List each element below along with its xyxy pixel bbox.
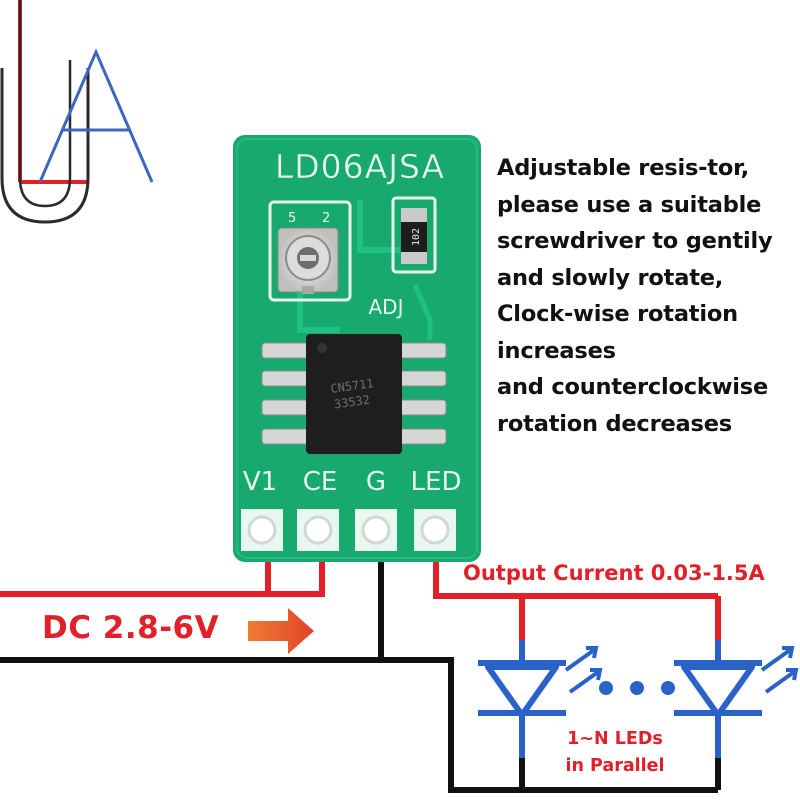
instruction-line: and slowly rotate, <box>497 264 724 291</box>
instruction-line: rotation decreases <box>497 410 732 437</box>
instruction-line: please use a suitable <box>497 191 762 218</box>
brand-logo <box>0 0 154 224</box>
solder-pads <box>241 509 456 551</box>
instruction-line: Clock-wise rotation <box>497 301 738 327</box>
input-arrow <box>248 608 314 654</box>
chip-marking-bottom: 33532 <box>333 393 371 412</box>
ic-chip: CN5711 33532 <box>261 334 447 454</box>
adj-label: ADJ <box>369 295 404 319</box>
pot-mark-left: 5 <box>288 211 296 226</box>
pin-label-g: G <box>366 467 386 497</box>
leds-parallel-label: 1~N LEDs in Parallel <box>555 726 675 780</box>
led-right <box>674 640 799 758</box>
ld06ajsa-board: LD06AJSA 5 2 102 ADJ <box>233 135 481 562</box>
pot-mark-right: 2 <box>322 211 330 226</box>
board-model-label: LD06AJSA <box>275 147 445 186</box>
pin-label-ce: CE <box>303 467 338 497</box>
output-current-label: Output Current 0.03-1.5A <box>463 561 765 585</box>
output-wires <box>381 560 721 793</box>
instruction-line: Adjustable resis-tor, <box>497 155 750 181</box>
pin-label-led: LED <box>411 467 462 497</box>
smd-resistor: 102 <box>391 196 437 274</box>
pin-label-v1: V1 <box>243 467 277 497</box>
led-left <box>478 640 603 758</box>
instruction-line: screwdriver to gentily <box>497 228 773 254</box>
chip-marking-top: CN5711 <box>330 376 375 396</box>
instruction-line: and counterclockwise <box>497 374 769 400</box>
trimmer-potentiometer: 5 2 <box>268 200 352 302</box>
ellipsis-dots <box>599 681 675 695</box>
instruction-line: increases <box>497 337 616 364</box>
leds-label-line2: in Parallel <box>565 756 665 776</box>
resistor-code: 102 <box>411 228 422 246</box>
leds-label-line1: 1~N LEDs <box>567 729 663 749</box>
adjustment-instructions: Adjustable resis-tor, please use a suita… <box>497 150 797 442</box>
input-voltage-label: DC 2.8-6V <box>42 610 220 646</box>
